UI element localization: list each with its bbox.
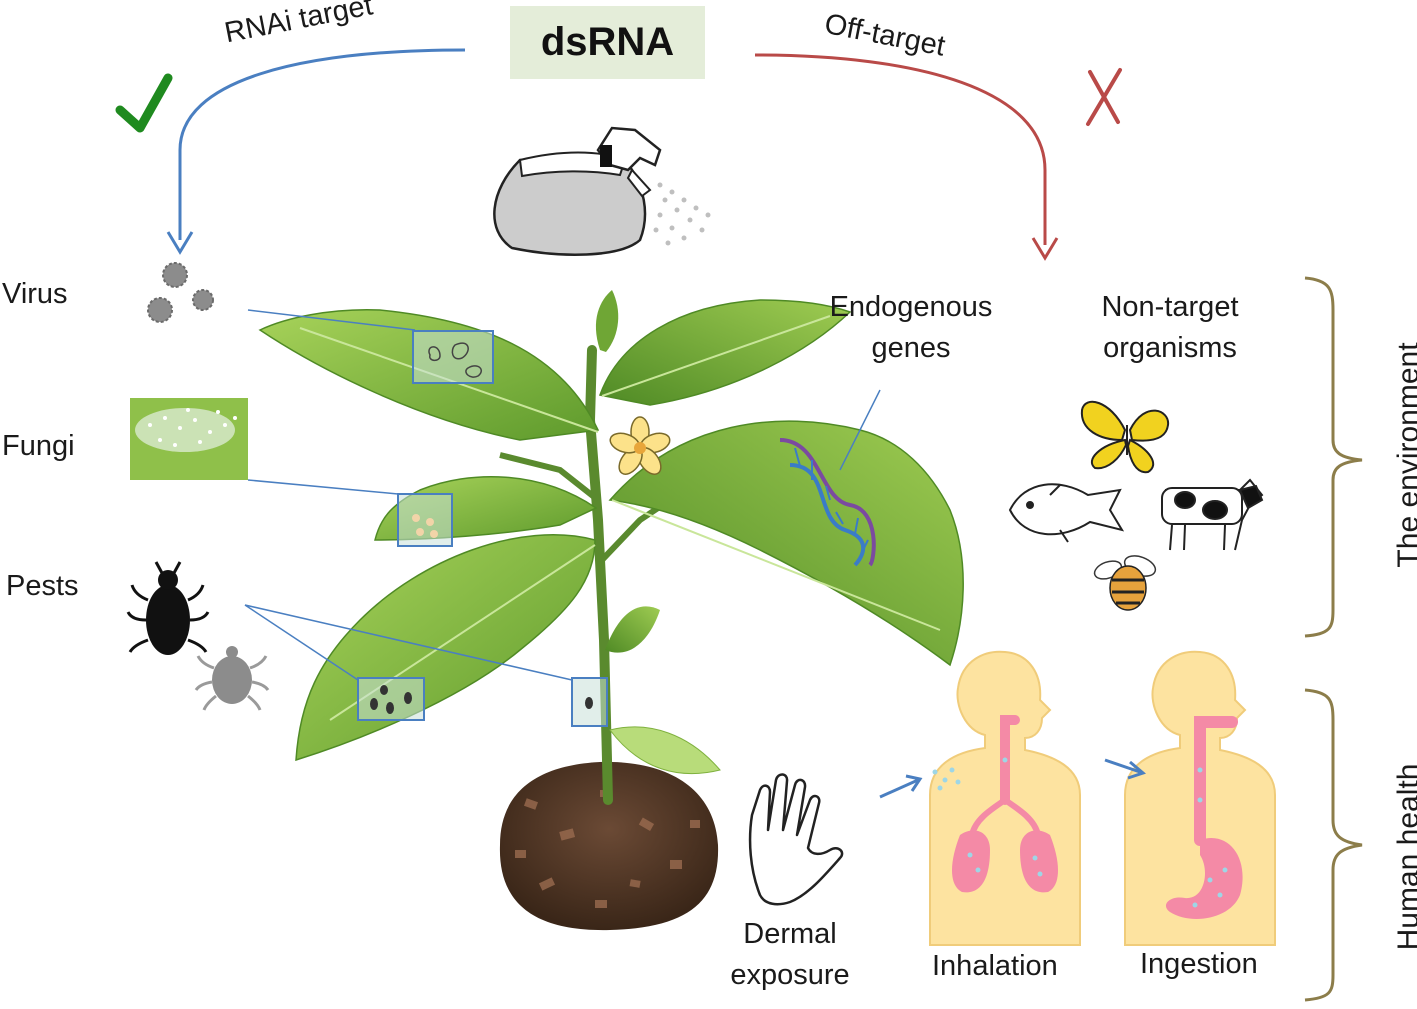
dermal-exposure-label: Dermal exposure (730, 918, 850, 992)
inhalation-arrow (879, 778, 919, 799)
plant-leaves (258, 290, 964, 775)
non-target-organisms-label: Non-target organisms (1101, 291, 1239, 365)
bee-icon (1093, 555, 1157, 611)
human-health-label: Human health (1392, 763, 1417, 951)
ingestion-label: Ingestion (1140, 948, 1258, 980)
plant-stem (584, 345, 613, 805)
environment-label: The environment (1392, 342, 1417, 568)
check-icon (115, 73, 173, 133)
pests-label: Pests (6, 570, 79, 602)
flower-icon (609, 416, 671, 475)
dsrna-title: dsRNA (540, 20, 675, 64)
butterfly-icon (1080, 400, 1170, 474)
ingestion-arrow (1104, 758, 1141, 774)
off-target-arrowhead (1031, 237, 1059, 261)
environment-bracket (1304, 276, 1363, 638)
virus-label: Virus (2, 278, 68, 310)
rnai-target-arrow (178, 48, 466, 240)
hand-icon (748, 773, 844, 906)
pest-grey-icon (194, 646, 270, 711)
fungi-zoom-box (397, 493, 453, 547)
fungi-label: Fungi (2, 430, 75, 462)
virus-zoom-box (412, 330, 494, 384)
endogenous-genes-label: Endogenous genes (829, 291, 993, 365)
ingestion-body (1124, 650, 1276, 946)
pest-black-icon (126, 561, 210, 655)
rnai-target-arrowhead (166, 231, 194, 255)
cow-icon (1161, 478, 1264, 551)
human-health-bracket (1304, 688, 1363, 1002)
fish-icon (1008, 483, 1125, 543)
off-target-arrow (754, 53, 1047, 245)
inhalation-label: Inhalation (932, 950, 1058, 982)
virus-particles-icon (147, 262, 214, 323)
fungi-patch-icon (130, 398, 248, 480)
inhaled-particles-icon (932, 767, 961, 791)
dna-helix-icon (779, 438, 876, 567)
dsrna-box: dsRNA (510, 6, 705, 79)
inhalation-body (929, 650, 1081, 946)
cross-icon (1086, 68, 1122, 126)
spray-bottle-icon (493, 126, 711, 256)
